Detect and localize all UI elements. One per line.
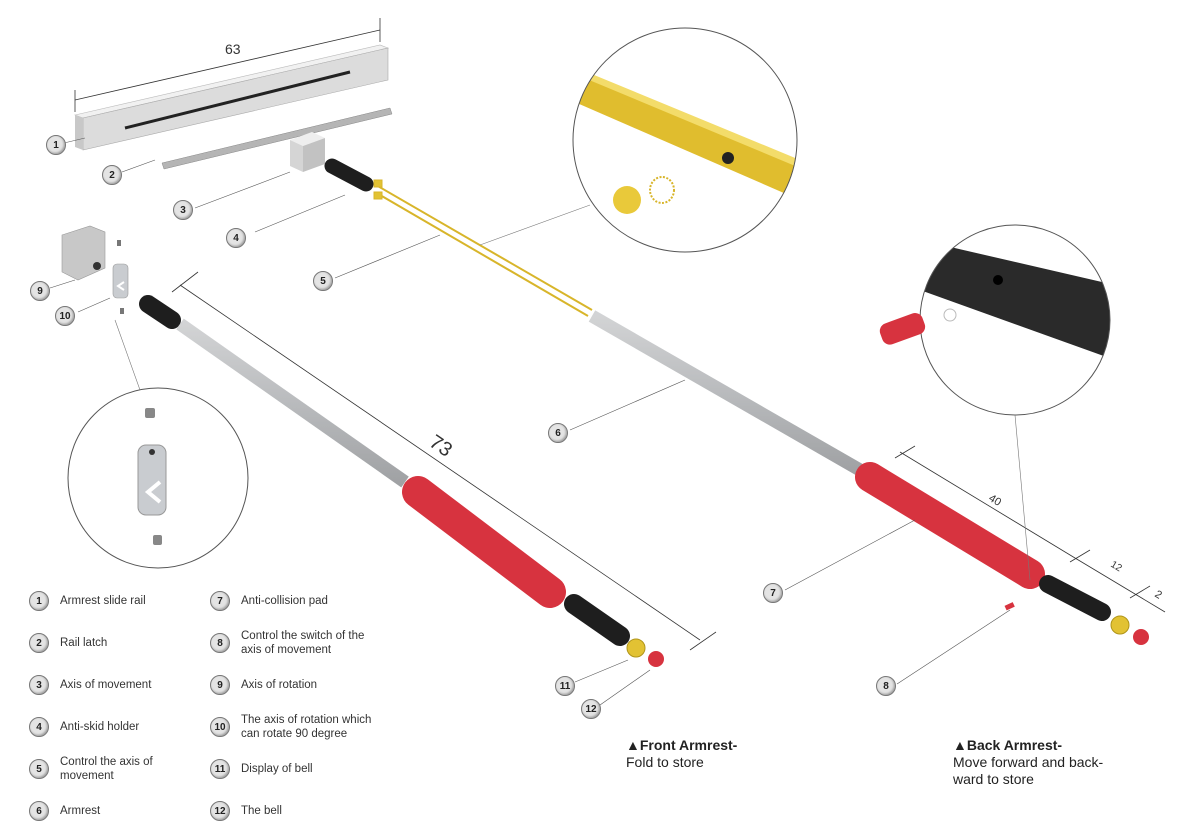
legend-label: Anti-collision pad [241, 595, 328, 607]
detail-circle-gold-rod [479, 27, 798, 253]
callout-8: 8 [876, 676, 896, 696]
legend-label: Axis of movement [60, 679, 152, 691]
svg-text:2: 2 [1152, 588, 1163, 601]
svg-text:12: 12 [1108, 559, 1124, 574]
legend-label: Armrest slide rail [60, 595, 146, 607]
legend-num: 5 [29, 759, 49, 779]
legend-num: 4 [29, 717, 49, 737]
triangle-icon: ▲ [953, 737, 967, 753]
legend-num: 2 [29, 633, 49, 653]
armrest-slide-rail [73, 44, 390, 151]
legend-num: 7 [210, 591, 230, 611]
front-armrest [139, 295, 664, 667]
triangle-icon: ▲ [626, 737, 640, 753]
dimension-63: 63 [74, 18, 381, 112]
legend-num: 1 [29, 591, 49, 611]
legend-num: 6 [29, 801, 49, 821]
legend-num: 10 [210, 717, 230, 737]
caption-text: Fold to store [626, 754, 704, 770]
caption-title: Back Armrest- [966, 737, 1063, 753]
callout-9: 9 [30, 281, 50, 301]
callout-11: 11 [555, 676, 575, 696]
legend-num: 11 [210, 759, 230, 779]
svg-text:40: 40 [986, 492, 1003, 509]
legend-label: Display of bell [241, 763, 313, 775]
control-axis-rods [373, 179, 593, 317]
legend-num: 12 [210, 801, 230, 821]
legend-label: The bell [241, 805, 282, 817]
callout-7: 7 [763, 583, 783, 603]
back-armrest [588, 310, 1149, 645]
callout-12: 12 [581, 699, 601, 719]
detail-circle-rotation [67, 319, 249, 569]
rail-latch [161, 107, 393, 170]
axis-of-movement-block [290, 132, 325, 172]
caption-title: Front Armrest- [639, 737, 738, 753]
dimension-73 [171, 271, 717, 651]
axis-of-rotation-block [61, 225, 106, 281]
legend-label: Control the switch of the axis of moveme… [241, 630, 365, 656]
front-armrest-caption: ▲Front Armrest- Fold to store [626, 737, 826, 771]
legend-label: The axis of rotation which can rotate 90… [241, 714, 372, 740]
callout-5: 5 [313, 271, 333, 291]
legend-num: 3 [29, 675, 49, 695]
legend-label: Control the axis of movement [60, 756, 153, 782]
callout-10: 10 [55, 306, 75, 326]
callout-3: 3 [173, 200, 193, 220]
callout-2: 2 [102, 165, 122, 185]
legend-label: Armrest [60, 805, 101, 817]
legend-num: 9 [210, 675, 230, 695]
svg-text:63: 63 [225, 41, 241, 57]
back-dimensions [894, 445, 1166, 613]
legend-label: Rail latch [60, 637, 108, 649]
leader-lines [49, 137, 1011, 706]
detail-circle-carbon [879, 224, 1111, 581]
legend-label: Anti-skid holder [60, 721, 140, 733]
callout-4: 4 [226, 228, 246, 248]
callout-6: 6 [548, 423, 568, 443]
caption-text: Move forward and back-ward to store [953, 754, 1104, 787]
anti-skid-holder [324, 158, 374, 192]
legend-label: Axis of rotation [241, 679, 318, 691]
legend-num: 8 [210, 633, 230, 653]
svg-text:73: 73 [425, 431, 456, 462]
rotation-axis-part [112, 240, 129, 314]
callout-1: 1 [46, 135, 66, 155]
back-armrest-caption: ▲Back Armrest- Move forward and back-war… [953, 737, 1123, 788]
